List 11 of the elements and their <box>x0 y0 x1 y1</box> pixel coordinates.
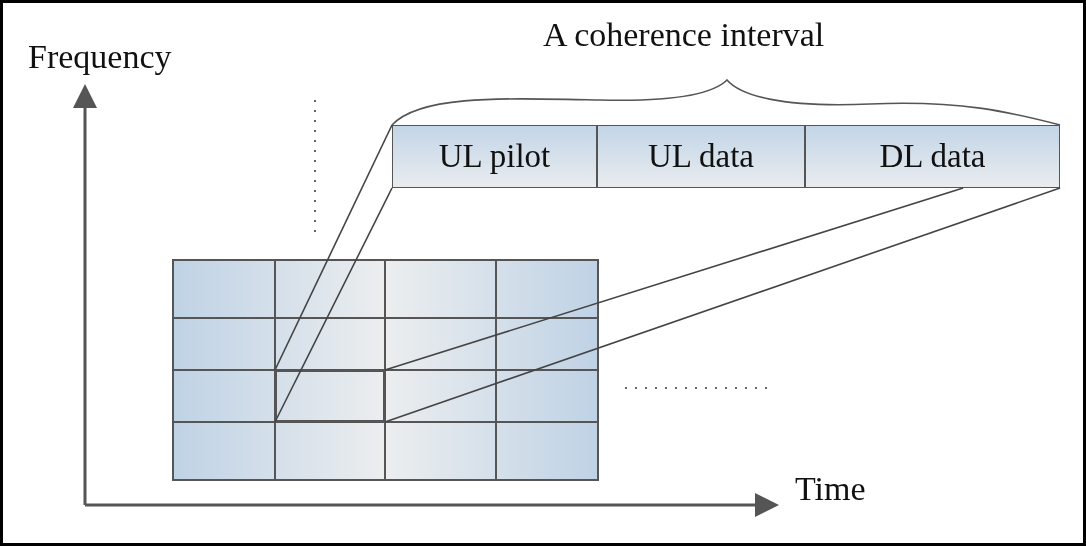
axis-label: Time <box>795 472 866 506</box>
zoom-line <box>384 187 964 371</box>
zoom-line <box>384 187 1061 423</box>
interval-segment: DL data <box>805 125 1060 188</box>
brace-label: A coherence interval <box>543 18 825 52</box>
zoom-line <box>274 124 393 371</box>
interval-segment: UL data <box>597 125 805 188</box>
zoom-line <box>274 187 393 423</box>
axis-label: Frequency <box>28 40 172 74</box>
interval-segment: UL pilot <box>392 125 597 188</box>
grid-cell <box>275 370 385 422</box>
